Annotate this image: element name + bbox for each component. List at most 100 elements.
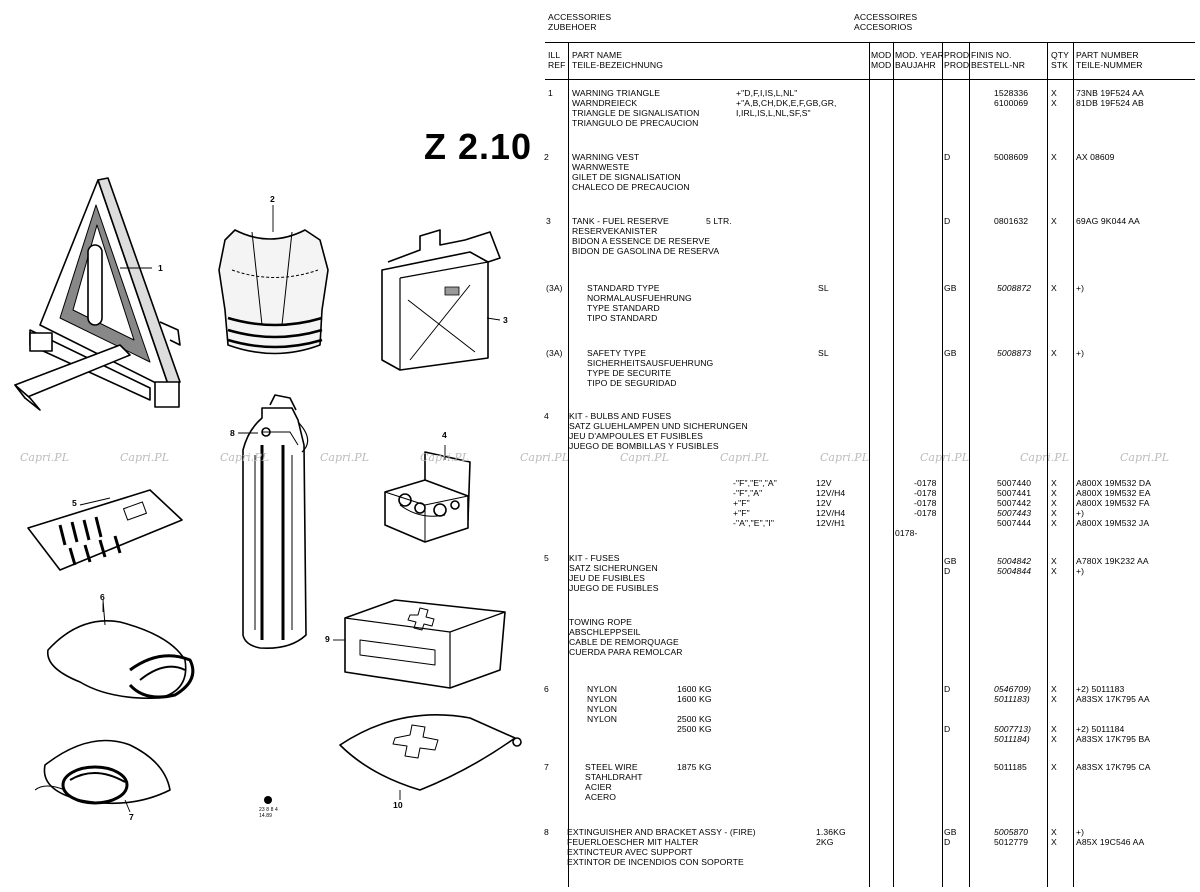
header-rule	[545, 42, 1195, 43]
part-name: EXTINGUISHER AND BRACKET ASSY - (FIRE)FE…	[567, 827, 756, 867]
section-title-en: ACCESSORIES	[548, 12, 612, 22]
market-note: +"D,F,I,IS,L,NL"+"A,B,CH,DK,E,F,GB,GR,I,…	[736, 88, 837, 118]
section-title-es: ACCESORIOS	[854, 22, 913, 32]
watermark: Capri.PL	[1120, 451, 1169, 464]
illustration-code-dot	[264, 796, 272, 804]
watermark: Capri.PL	[320, 451, 369, 464]
first-aid-kit-drawing	[344, 599, 506, 689]
callout-4: 4	[442, 430, 447, 440]
row-ref: 8	[544, 827, 549, 837]
watermark: Capri.PL	[220, 451, 269, 464]
watermark: Capri.PL	[720, 451, 769, 464]
row-ref: 2	[544, 152, 549, 162]
section-title-de: ZUBEHOER	[548, 22, 597, 32]
watermark: Capri.PL	[420, 451, 469, 464]
quantity: X	[1051, 762, 1057, 772]
first-aid-bag-drawing	[339, 714, 522, 791]
watermark: Capri.PL	[620, 451, 669, 464]
watermark: Capri.PL	[520, 451, 569, 464]
row-ref: 1	[548, 88, 553, 98]
callout-2: 2	[270, 194, 275, 204]
watermark: Capri.PL	[120, 451, 169, 464]
quantity: X	[1051, 283, 1057, 293]
accessories-illustration	[14, 177, 522, 813]
quantity: X	[1051, 348, 1057, 358]
finis-number: 5007713)5011184)	[994, 724, 1032, 744]
watermark: Capri.PL	[1020, 451, 1069, 464]
bulb-kit-drawing	[384, 451, 471, 543]
prod-code: D	[944, 724, 951, 734]
towing-rope-bag-drawing	[47, 599, 195, 699]
callout-5: 5	[72, 498, 77, 508]
row-ref: 4	[544, 411, 549, 421]
watermark: Capri.PL	[20, 451, 69, 464]
fuse-kit-drawing	[27, 489, 183, 571]
spec: SL	[818, 283, 829, 293]
prod-code: GB	[944, 283, 957, 293]
callout-9: 9	[325, 634, 330, 644]
finis-number: 5008609	[994, 152, 1029, 162]
model-year: 0178-	[895, 528, 918, 538]
spec: 5 LTR.	[706, 216, 732, 226]
column-divider	[942, 42, 943, 887]
part-number: A780X 19K232 AA+)	[1076, 556, 1149, 576]
section-title-fr: ACCESSOIRES	[854, 12, 918, 22]
warning-vest-drawing	[218, 229, 329, 355]
finis-number: 5011185	[994, 762, 1027, 772]
prod-code: D	[944, 216, 951, 226]
column-divider	[893, 42, 894, 887]
spec: 1875 KG	[677, 762, 712, 772]
watermark: Capri.PL	[820, 451, 869, 464]
quantity: X	[1051, 216, 1057, 226]
quantity: X	[1051, 152, 1057, 162]
warning-triangle-drawing	[14, 177, 181, 411]
row-ref: 7	[544, 762, 549, 772]
prod-code: D	[944, 684, 951, 694]
row-ref: 5	[544, 553, 549, 563]
callout-10: 10	[393, 800, 403, 810]
steel-wire-bag-drawing	[34, 739, 171, 805]
row-ref: 3	[546, 216, 551, 226]
column-divider	[1073, 42, 1074, 887]
part-number: 69AG 9K044 AA	[1076, 216, 1140, 226]
row-ref: (3A)	[546, 348, 563, 358]
fuel-can-drawing	[381, 229, 501, 371]
column-divider	[568, 42, 569, 887]
finis-number: 0546709)5011183)	[994, 684, 1032, 704]
column-divider	[1047, 42, 1048, 887]
part-number: AX 08609	[1076, 152, 1115, 162]
finis-number: 5008873	[997, 348, 1032, 358]
column-divider	[969, 42, 970, 887]
model-year: -0178-0178-0178-0178	[914, 478, 937, 518]
column-divider	[869, 42, 870, 887]
prod-code: GB	[944, 348, 957, 358]
